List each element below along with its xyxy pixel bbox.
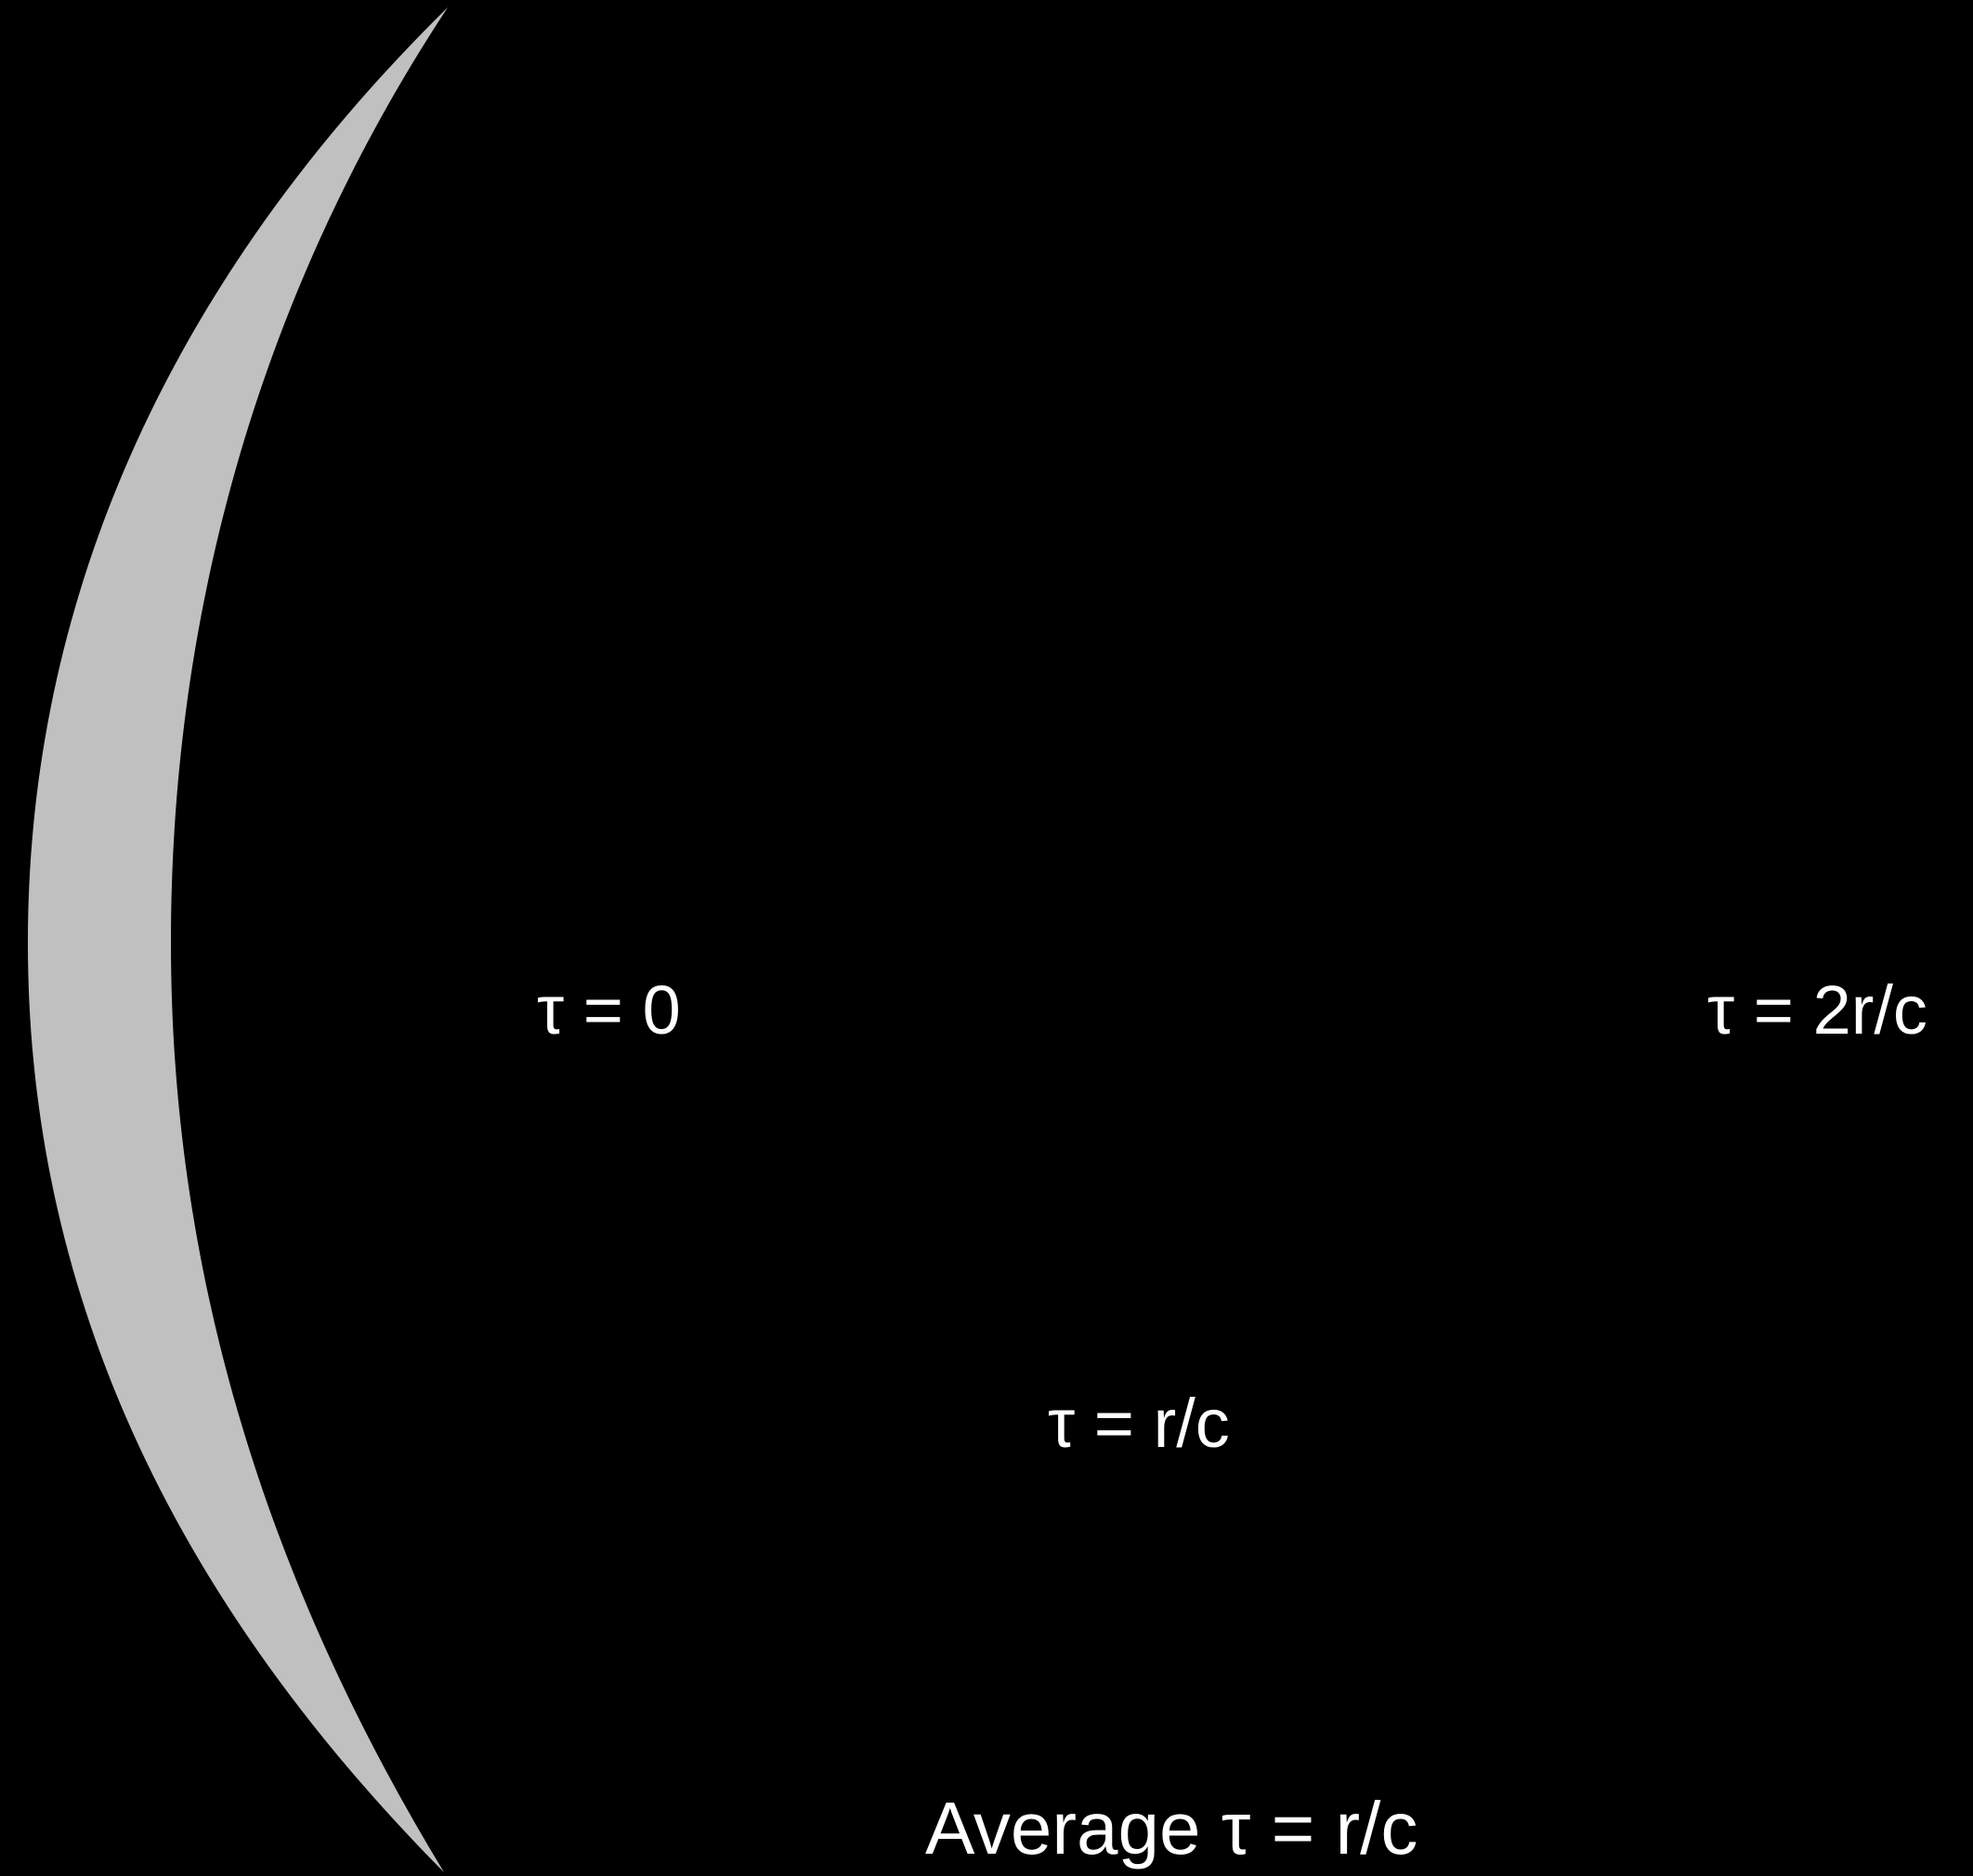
label-tau-zero: τ = 0	[537, 971, 681, 1049]
label-tau-two-r-over-c: τ = 2r/c	[1707, 971, 1927, 1049]
label-tau-r-over-c: τ = r/c	[1048, 1385, 1230, 1462]
reflecting-shell-crescent	[28, 7, 448, 1872]
label-average: Average τ = r/c	[925, 1787, 1418, 1869]
